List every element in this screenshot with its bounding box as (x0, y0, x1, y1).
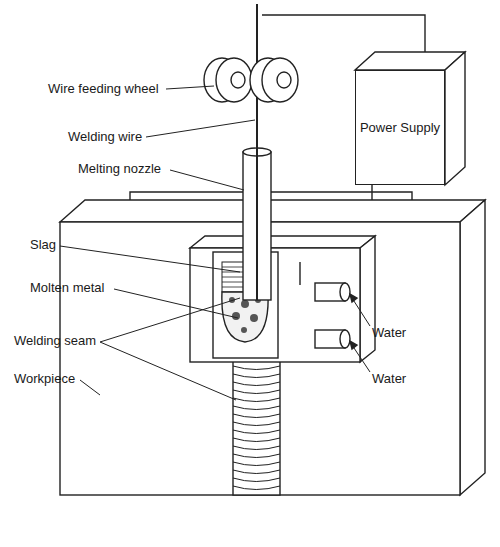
shoe-side (360, 236, 375, 362)
molten-stipple (229, 297, 261, 333)
welding-wire (256, 4, 258, 300)
shoe-top (190, 236, 375, 248)
seam-ripples (233, 366, 280, 490)
leader-line (114, 289, 238, 318)
part-label: Water (372, 371, 406, 387)
weld-seam (233, 360, 280, 495)
shoe-mark (299, 262, 300, 285)
leader-line (166, 86, 214, 89)
leader-line (352, 345, 370, 372)
workpiece-side (460, 200, 485, 495)
power-supply-box: Power Supply (355, 70, 445, 185)
part-label: Water (372, 325, 406, 341)
workpiece-top (60, 200, 485, 222)
leader-line (146, 120, 255, 137)
leader-line (100, 298, 240, 342)
supply-wire (262, 15, 425, 52)
copper-shoe (190, 248, 360, 362)
wheel-hub (277, 72, 291, 88)
leader-line (80, 380, 100, 395)
supply-side (445, 52, 465, 185)
part-label: Slag (30, 237, 56, 253)
stipple (232, 312, 240, 320)
stipple (241, 327, 247, 333)
pipe-end (340, 330, 350, 348)
part-label: Welding seam (14, 333, 96, 349)
part-label: Molten metal (30, 280, 104, 296)
arrow-head (350, 294, 357, 302)
feed-wheel (216, 58, 252, 102)
leader-line (100, 342, 236, 400)
part-label: Wire feeding wheel (48, 81, 159, 97)
supply-wire (371, 185, 372, 200)
arrow-head (350, 341, 357, 349)
feed-wheel (262, 58, 298, 102)
leader-line (60, 246, 240, 272)
part-label: Welding wire (68, 129, 142, 145)
part-label: Workpiece (14, 371, 75, 387)
pipe-end (340, 283, 350, 301)
leader-line (352, 298, 370, 326)
node-text: Power Supply (360, 120, 440, 135)
stipple (250, 314, 258, 322)
part-label: Melting nozzle (78, 161, 161, 177)
wheel-hub (231, 72, 245, 88)
leader-line (170, 170, 244, 190)
stipple (241, 300, 249, 308)
